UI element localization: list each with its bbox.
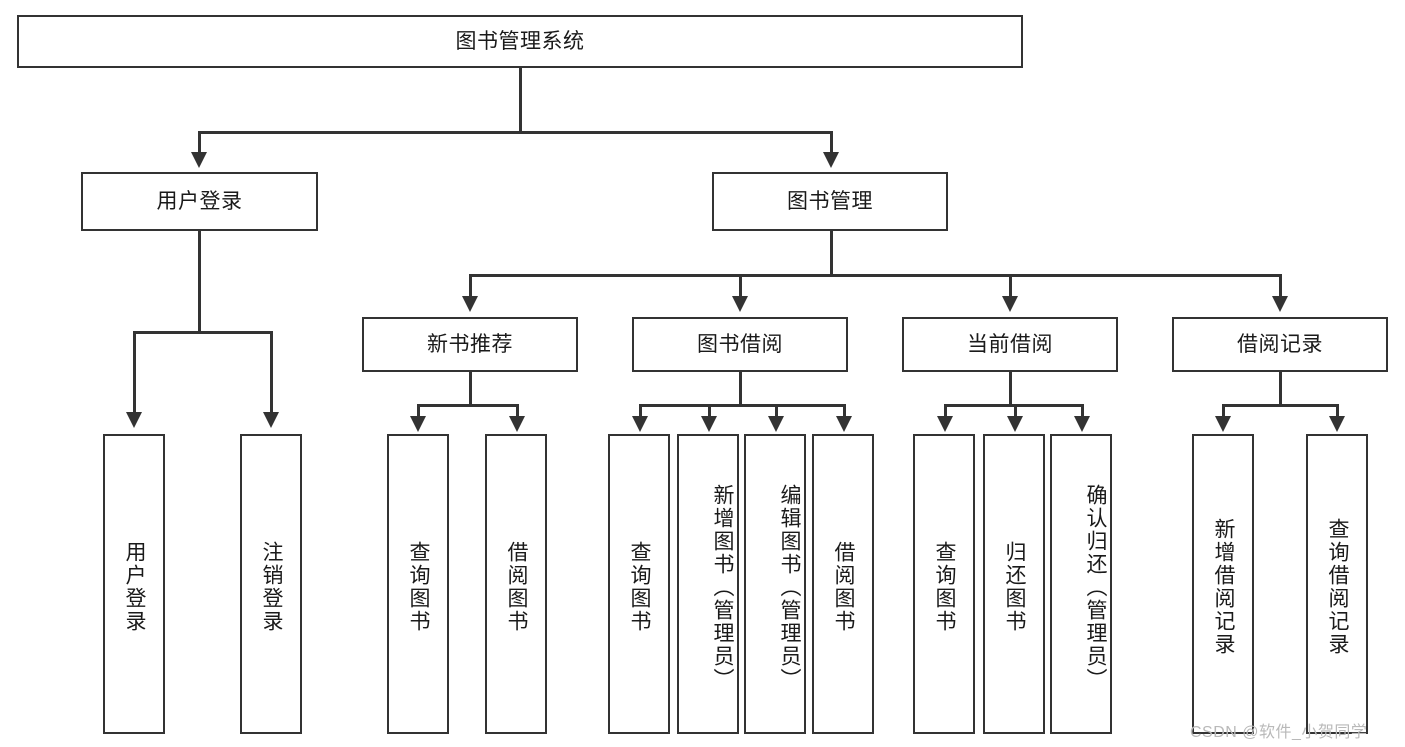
connector-user-login-stem [198,231,201,333]
node-user-login[interactable]: 用户登录 [81,172,318,231]
connector-book-manage-stem [830,231,833,276]
connector-borrow-record-branch-1 [1222,404,1225,418]
node-leaf-query-book-borrow[interactable]: 查询图书 [608,434,670,734]
connector-book-manage-branch-3 [1009,274,1012,298]
csdn-watermark: CSDN @软件_小贺同学 [1190,724,1368,741]
arrowhead-leaf-logout-login [263,412,279,428]
node-leaf-query-borrow-record[interactable]: 查询借阅记录 [1306,434,1368,734]
connector-current-borrow-branch-1 [944,404,947,418]
arrowhead-to-user-login [191,152,207,168]
connector-new-book-recommend-bus [417,404,519,407]
arrowhead-leaf-query-book-borrow [632,416,648,432]
connector-book-borrow-stem [739,372,742,406]
node-leaf-return-book[interactable]: 归还图书 [983,434,1045,734]
arrowhead-new-book-recommend [462,296,478,312]
node-leaf-confirm-return-admin[interactable]: 确认归还（管理员） [1050,434,1112,734]
arrowhead-to-book-manage [823,152,839,168]
connector-borrow-record-stem [1279,372,1282,406]
connector-book-manage-bus [469,274,1281,277]
node-current-borrow[interactable]: 当前借阅 [902,317,1118,372]
connector-user-login-branch-1 [133,331,136,414]
connector-book-borrow-branch-3 [775,404,778,418]
arrowhead-leaf-user-login [126,412,142,428]
connector-book-borrow-branch-1 [639,404,642,418]
connector-book-borrow-bus [639,404,844,407]
arrowhead-leaf-query-borrow-record [1329,416,1345,432]
connector-user-login-branch-2 [270,331,273,414]
node-leaf-user-login[interactable]: 用户登录 [103,434,165,734]
arrowhead-current-borrow [1002,296,1018,312]
connector-new-book-recommend-stem [469,372,472,406]
connector-book-manage-branch-1 [469,274,472,298]
connector-borrow-record-branch-2 [1336,404,1339,418]
connector-book-borrow-branch-2 [708,404,711,418]
node-leaf-add-borrow-record[interactable]: 新增借阅记录 [1192,434,1254,734]
arrowhead-leaf-confirm-return-admin [1074,416,1090,432]
arrowhead-leaf-edit-book-admin [768,416,784,432]
node-book-manage[interactable]: 图书管理 [712,172,948,231]
node-borrow-record[interactable]: 借阅记录 [1172,317,1388,372]
node-leaf-edit-book-admin[interactable]: 编辑图书（管理员） [744,434,806,734]
connector-current-borrow-bus [944,404,1082,407]
connector-root-stem [519,68,522,133]
node-book-borrow[interactable]: 图书借阅 [632,317,848,372]
arrowhead-borrow-record [1272,296,1288,312]
connector-book-manage-branch-2 [739,274,742,298]
connector-user-login-bus [133,331,272,334]
node-leaf-logout-login[interactable]: 注销登录 [240,434,302,734]
node-leaf-query-book-recommend[interactable]: 查询图书 [387,434,449,734]
connector-root-bus [198,131,832,134]
connector-new-book-recommend-branch-1 [417,404,420,418]
connector-book-manage-branch-4 [1279,274,1282,298]
node-leaf-add-book-admin[interactable]: 新增图书（管理员） [677,434,739,734]
node-leaf-borrow-book[interactable]: 借阅图书 [812,434,874,734]
node-leaf-borrow-book-recommend[interactable]: 借阅图书 [485,434,547,734]
arrowhead-leaf-add-book-admin [701,416,717,432]
arrowhead-leaf-return-book [1007,416,1023,432]
connector-current-borrow-branch-3 [1081,404,1084,418]
arrowhead-leaf-query-book-recommend [410,416,426,432]
node-root-system[interactable]: 图书管理系统 [17,15,1023,68]
node-leaf-query-book-current[interactable]: 查询图书 [913,434,975,734]
connector-root-to-book-manage [830,131,833,155]
arrowhead-leaf-borrow-book [836,416,852,432]
connector-current-borrow-stem [1009,372,1012,406]
connector-current-borrow-branch-2 [1014,404,1017,418]
connector-book-borrow-branch-4 [843,404,846,418]
node-new-book-recommend[interactable]: 新书推荐 [362,317,578,372]
arrowhead-leaf-add-borrow-record [1215,416,1231,432]
connector-root-to-user-login [198,131,201,155]
arrowhead-leaf-query-book-current [937,416,953,432]
arrowhead-leaf-borrow-book-recommend [509,416,525,432]
arrowhead-book-borrow [732,296,748,312]
connector-borrow-record-bus [1222,404,1338,407]
connector-new-book-recommend-branch-2 [516,404,519,418]
